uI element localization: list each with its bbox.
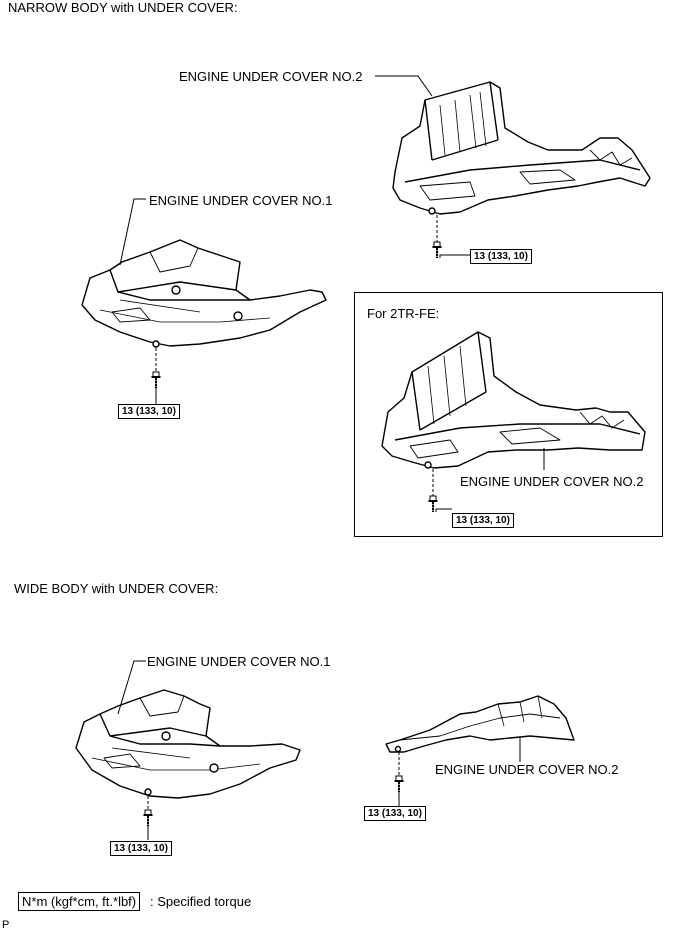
narrow-cover1-label: ENGINE UNDER COVER NO.1: [149, 193, 333, 208]
narrow-cover2-label: ENGINE UNDER COVER NO.2: [179, 69, 363, 84]
inset-title: For 2TR-FE:: [367, 306, 440, 321]
torque-narrow-cover1: 13 (133, 10): [118, 404, 180, 419]
inset-under-cover-no2-part: [381, 331, 646, 469]
torque-inset-cover2: 13 (133, 10): [452, 513, 514, 528]
wide-under-cover-no2-part: [385, 695, 575, 753]
narrow-under-cover-no1-part: [81, 239, 327, 348]
torque-wide-cover2: 13 (133, 10): [364, 806, 426, 821]
torque-unit-legend-box: N*m (kgf*cm, ft.*lbf): [18, 892, 141, 911]
torque-legend-description: : Specified torque: [150, 894, 252, 909]
corner-mark: P: [2, 919, 10, 931]
inset-cover2-label: ENGINE UNDER COVER NO.2: [460, 474, 644, 489]
torque-narrow-cover2: 13 (133, 10): [470, 249, 532, 264]
wide-cover1-label: ENGINE UNDER COVER NO.1: [147, 654, 331, 669]
wide-under-cover-no1-part: [75, 689, 301, 799]
narrow-body-title: NARROW BODY with UNDER COVER:: [8, 0, 238, 15]
wide-body-title: WIDE BODY with UNDER COVER:: [14, 581, 219, 596]
wide-cover2-label: ENGINE UNDER COVER NO.2: [435, 762, 619, 777]
torque-wide-cover1: 13 (133, 10): [110, 841, 172, 856]
narrow-under-cover-no2-part: [392, 81, 651, 215]
inset-frame-2tr-fe: [354, 292, 663, 537]
